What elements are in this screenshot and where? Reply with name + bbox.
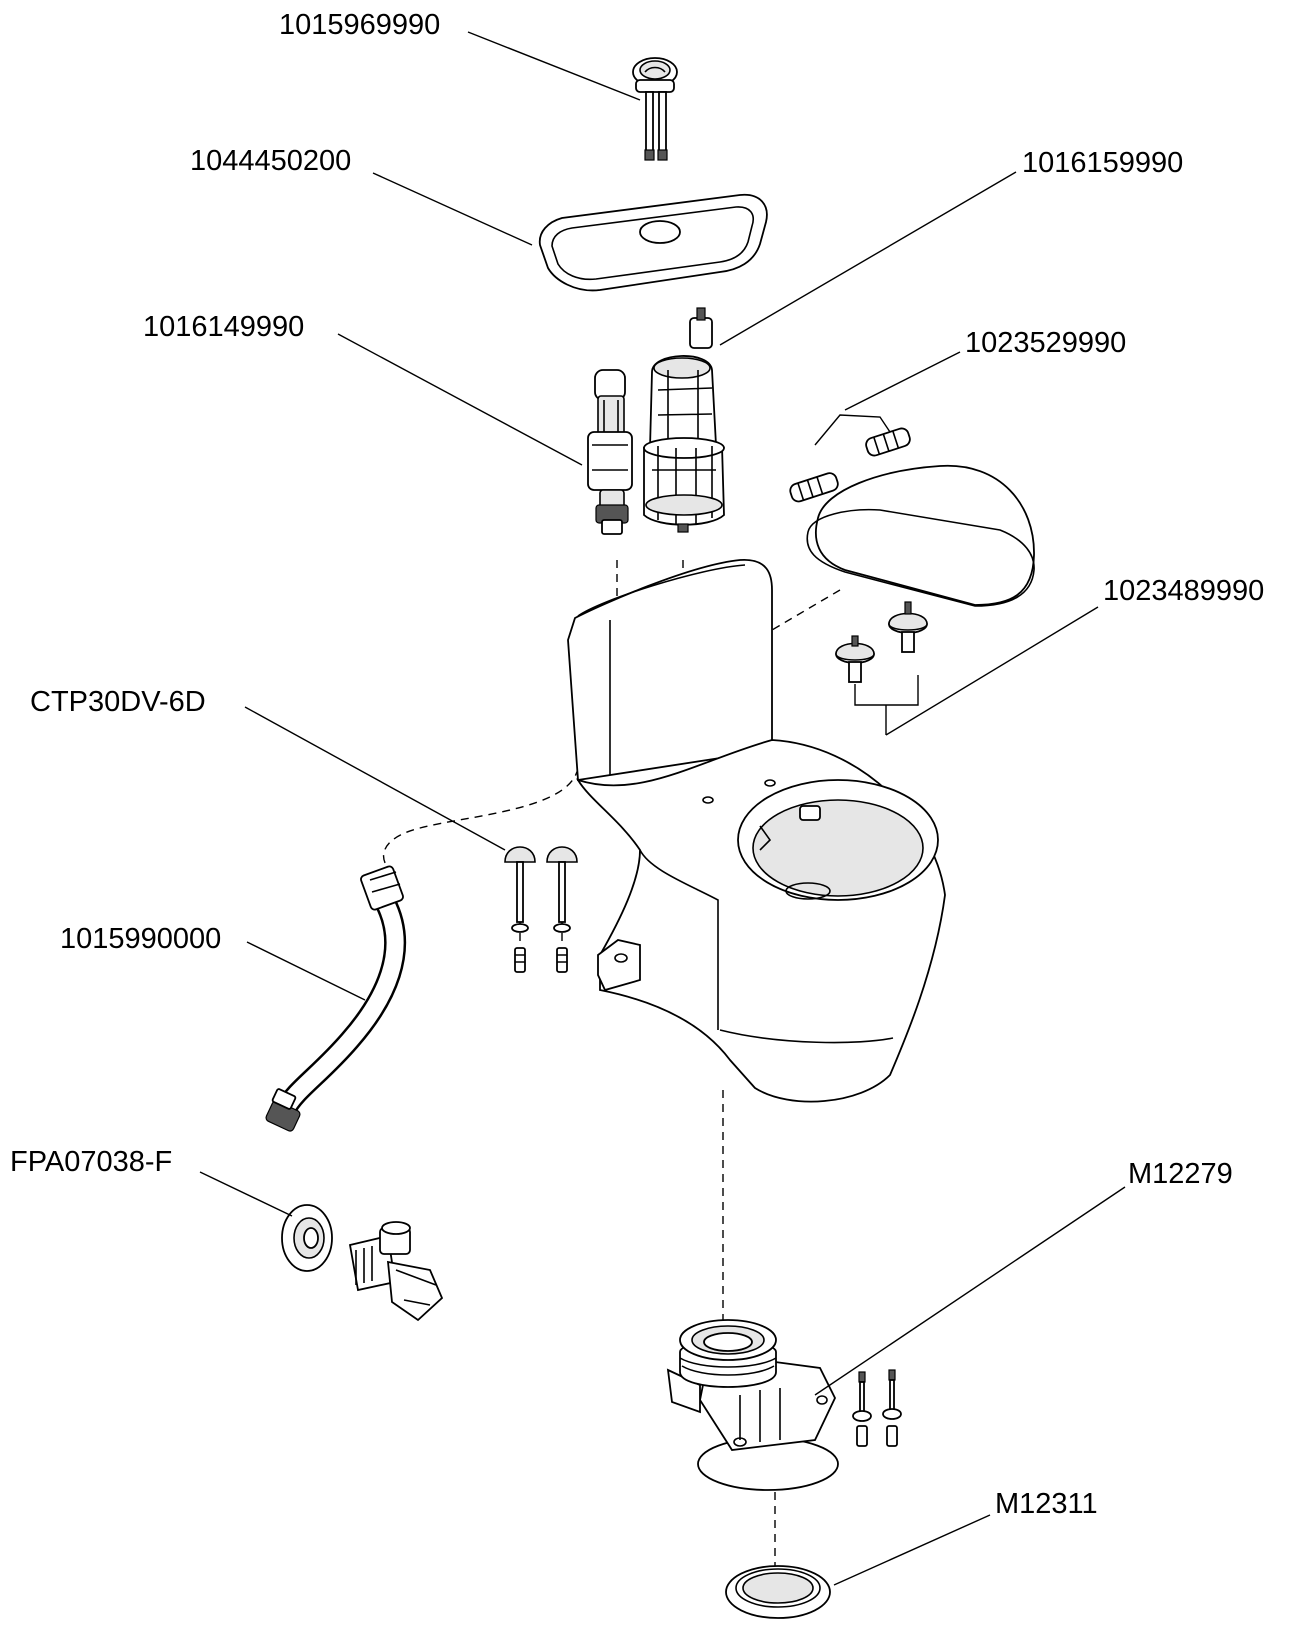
part-label-tank-bolts: CTP30DV-6D — [30, 686, 206, 718]
part-label-tank-lid: 1044450200 — [190, 145, 351, 177]
tank-bolts — [504, 846, 578, 973]
fill-valve — [587, 369, 633, 535]
part-label-push-button: 1015969990 — [279, 9, 440, 41]
angle-stop-valve — [281, 1204, 444, 1322]
sealing-ring — [725, 1565, 831, 1619]
flush-valve — [643, 307, 725, 533]
part-label-flush-valve: 1016159990 — [1022, 147, 1183, 179]
hinge-pins — [789, 414, 911, 503]
toilet-seat-cover — [806, 464, 1035, 607]
waste-adapter — [666, 1319, 902, 1491]
leader-lines — [199, 31, 1126, 1586]
part-label-supply-hose: 1015990000 — [60, 923, 221, 955]
seat-fixing-bolts — [835, 601, 928, 735]
part-label-angle-stop: FPA07038-F — [10, 1146, 172, 1178]
part-label-hinge-pins: 1023529990 — [965, 327, 1126, 359]
part-label-fill-valve: 1016149990 — [143, 311, 304, 343]
part-labels: 1015969990 1044450200 1016159990 1016149… — [10, 9, 1264, 1520]
supply-hose — [265, 865, 407, 1132]
push-button-assembly — [632, 57, 678, 161]
toilet-body — [567, 559, 946, 1103]
part-label-waste-adapter: M12279 — [1128, 1158, 1233, 1190]
part-label-sealing-ring: M12311 — [995, 1488, 1098, 1520]
part-label-seat-bolts: 1023489990 — [1103, 575, 1264, 607]
tank-lid — [538, 193, 768, 292]
